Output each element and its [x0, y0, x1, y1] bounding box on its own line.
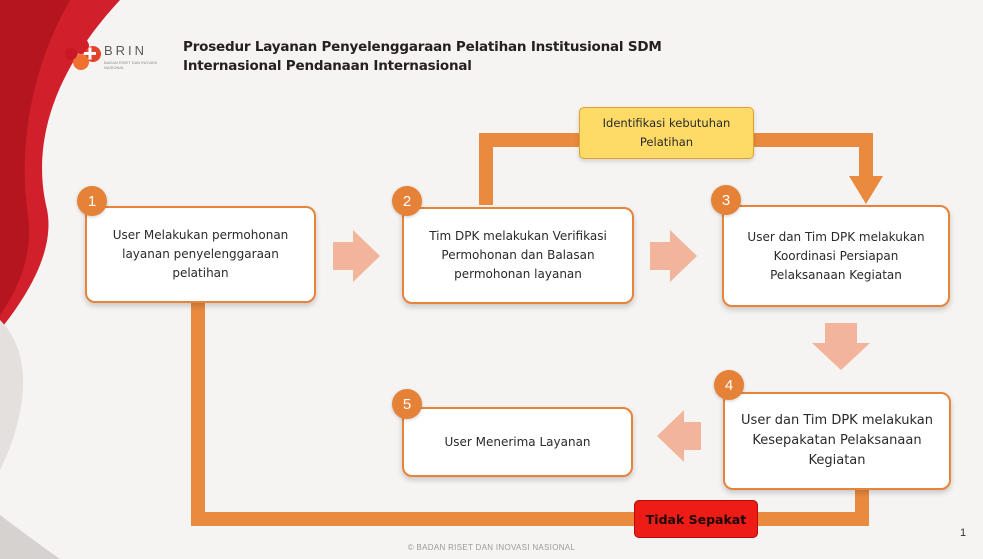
step-3-line-3: Pelaksanaan Kegiatan [770, 267, 902, 282]
step-4-number-badge: 4 [714, 370, 744, 400]
step-2-line-1: Tim DPK melakukan Verifikasi [429, 229, 607, 243]
page-title: Prosedur Layanan Penyelenggaraan Pelatih… [183, 38, 663, 76]
step-5-line-1: User Menerima Layanan [444, 434, 591, 449]
identifikasi-kebutuhan-box: Identifikasi kebutuhan Pelatihan [579, 107, 754, 159]
step-3-box: User dan Tim DPK melakukan Koordinasi Pe… [722, 205, 950, 307]
arrow-2-to-3 [650, 230, 697, 282]
step-4-line-1: User dan Tim DPK melakukan [741, 413, 933, 428]
step-1-box: User Melakukan permohonan layanan penyel… [85, 206, 316, 303]
step-1-line-2: layanan penyelenggaraan [122, 247, 279, 261]
left-red-swoosh-inner [0, 0, 70, 315]
bottom-left-grey-swoosh [0, 515, 60, 559]
arrow-3-to-4 [812, 323, 870, 370]
step-3-number-badge: 3 [711, 185, 741, 215]
step-3-line-2: Koordinasi Persiapan [773, 248, 899, 263]
tidak-sepakat-label: Tidak Sepakat [634, 500, 758, 538]
brin-logo-subtext: BADAN RISET DAN INOVASI NASIONAL [104, 60, 158, 70]
step-4-box: User dan Tim DPK melakukan Kesepakatan P… [723, 392, 951, 490]
page-title-line-2: Internasional Pendanaan Internasional [183, 58, 472, 74]
step-2-number-badge: 2 [392, 186, 422, 216]
step-1-line-3: pelatihan [172, 266, 229, 280]
brin-logo-mark [65, 38, 101, 70]
step-1-line-1: User Melakukan permohonan [112, 228, 289, 242]
step-1-number-badge: 1 [77, 186, 107, 216]
arrow-1-to-2 [333, 230, 380, 282]
bottom-tidak-sepakat-loop [191, 302, 869, 526]
step-4-line-2: Kesepakatan Pelaksanaan [752, 433, 922, 448]
page-number: 1 [960, 527, 967, 539]
step-2-line-2: Permohonan dan Balasan [441, 248, 595, 262]
step-2-line-3: permohonan layanan [454, 267, 582, 281]
brin-logo-text: BRIN [104, 43, 148, 58]
page-title-line-1: Prosedur Layanan Penyelenggaraan Pelatih… [183, 39, 662, 55]
step-3-line-1: User dan Tim DPK melakukan [747, 229, 925, 244]
footer-copyright: © BADAN RISET DAN INOVASI NASIONAL [407, 543, 576, 552]
step-4-line-3: Kegiatan [808, 453, 866, 468]
step-5-number-badge: 5 [392, 389, 422, 419]
step-2-box: Tim DPK melakukan Verifikasi Permohonan … [402, 207, 634, 304]
left-grey-swoosh [0, 320, 24, 470]
arrow-4-to-5 [657, 410, 701, 462]
step-5-box: User Menerima Layanan [402, 407, 633, 477]
top-feedback-arrowhead [849, 176, 883, 204]
identifikasi-line-2: Pelatihan [639, 135, 694, 149]
identifikasi-line-1: Identifikasi kebutuhan [602, 116, 731, 130]
